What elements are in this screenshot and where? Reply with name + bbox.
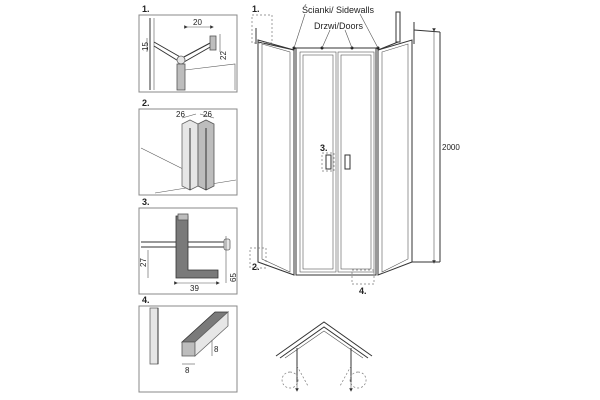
callout-1: 1. [252,4,260,14]
step-1-connector [176,55,186,65]
callout-3-box [321,152,335,172]
door-frame [295,47,377,276]
step-2-dim-b: 26 [203,110,212,119]
step-1-number: 1. [142,4,150,14]
step-1-bracket [209,35,217,51]
callout-4: 4. [359,286,367,296]
step-4-dim-height: 8 [214,345,219,354]
step-1-dim-left: 15 [141,42,150,51]
right-sidewall [377,39,413,276]
sidewalls-label: Ścianki/ Sidewalls [302,4,375,15]
plan-view [275,321,373,392]
step-2-panel: 2. 26 26 [138,98,238,196]
step-2-dim-a: 26 [176,110,185,119]
step-3-dim-height: 27 [139,258,148,267]
height-dimension: 2000 [442,143,460,152]
plan-walls-outer [275,321,373,357]
left-door-handle [325,154,332,170]
step-3-dim-total: 65 [229,273,238,282]
right-top-bracket [395,11,401,43]
callout-2: 2. [252,262,260,272]
step-4-dim-width: 8 [185,366,190,375]
doors-label: Drzwi/Doors [314,21,364,31]
step-1-rod [153,41,183,59]
right-door [337,51,375,273]
step-2-number: 2. [142,98,150,108]
step-1-profile [176,63,186,91]
plan-detail-right [349,371,367,389]
callout-1-box [251,14,273,44]
step-4-number: 4. [142,295,150,305]
callout-4-box [351,269,375,285]
left-sidewall [257,39,295,276]
step-1-dim-width: 20 [193,18,202,27]
step-4-glass [149,307,159,365]
step-3-panel: 3. 27 39 65 [138,197,238,295]
step-4-panel: 4. 8 8 [138,295,238,393]
left-door [299,51,337,273]
callout-3: 3. [320,143,328,153]
right-door-handle [344,154,351,170]
step-3-dim-width: 39 [190,284,199,293]
plan-detail-left [281,371,299,389]
step-3-number: 3. [142,197,150,207]
main-enclosure: Ścianki/ Sidewalls Drzwi/Doors 1. 2. 3. … [249,4,460,296]
callout-2-box [249,247,267,269]
step-1-dim-right: 22 [219,51,228,60]
step-1-panel: 1. 20 15 22 [138,4,238,93]
